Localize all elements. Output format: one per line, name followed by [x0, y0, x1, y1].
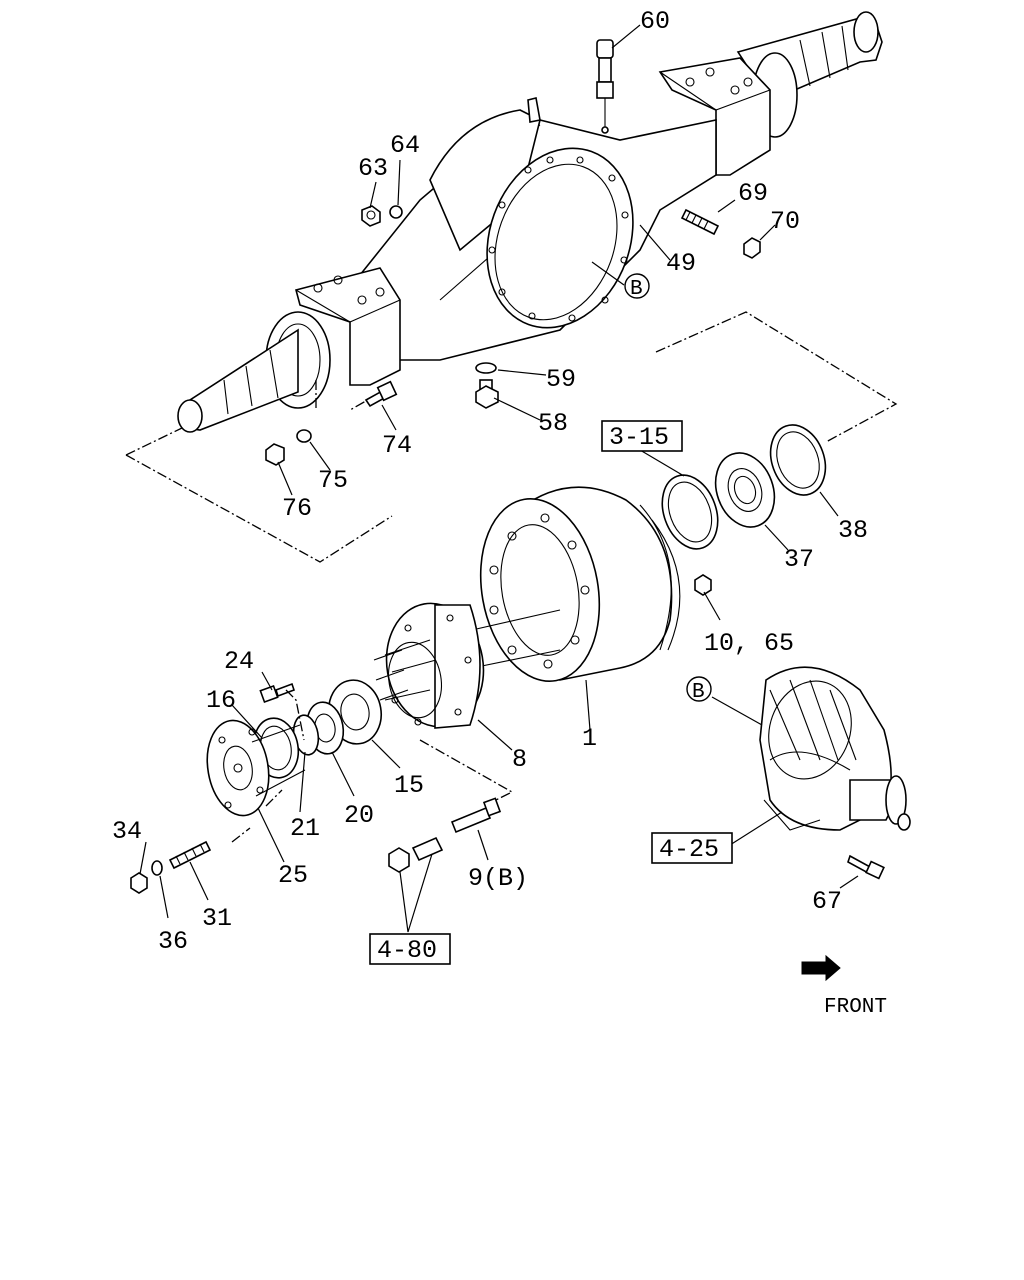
callout-69: 69: [738, 179, 768, 208]
bolt-washer-nut-74-75-76: [265, 380, 398, 466]
brake-drum-1: [479, 486, 681, 682]
callout-20: 20: [344, 801, 374, 830]
nut-washer-63-64: [361, 205, 403, 227]
callout-76: 76: [282, 494, 312, 523]
circle-ref-b-lower-label: B: [692, 681, 705, 704]
breather-part-60: [596, 39, 614, 134]
callout-1: 1: [582, 724, 597, 753]
callout-34: 34: [112, 817, 142, 846]
seal-3-15: [661, 474, 719, 550]
callout-49: 49: [666, 249, 696, 278]
front-label: FRONT: [824, 996, 887, 1019]
ref-3-15-label: 3-15: [609, 423, 669, 452]
ref-4-25-label: 4-25: [659, 835, 719, 864]
callout-16: 16: [206, 686, 236, 715]
callout-25: 25: [278, 861, 308, 890]
callout-64: 64: [390, 131, 420, 160]
callout-74: 74: [382, 431, 412, 460]
front-direction-arrow-icon: [801, 954, 841, 982]
callout-36: 36: [158, 927, 188, 956]
callout-9b: 9(B): [468, 864, 528, 893]
hub-8: [373, 602, 485, 729]
callout-31: 31: [202, 904, 232, 933]
axle-housing: [177, 11, 883, 433]
stud-nut-washer-31-34-36: [130, 840, 212, 894]
callout-10-65: 10, 65: [704, 629, 794, 658]
callout-37: 37: [784, 545, 814, 574]
callout-59: 59: [546, 365, 576, 394]
plug-washer-58-59: [475, 362, 499, 409]
callout-63: 63: [358, 154, 388, 183]
callout-15: 15: [394, 771, 424, 800]
callout-58: 58: [538, 409, 568, 438]
seal-38: [769, 424, 827, 496]
nut-10-65: [694, 574, 712, 596]
ref-box-4-80: 4-80: [369, 933, 451, 965]
callout-8: 8: [512, 745, 527, 774]
callout-labels: 60 64 63 69 70 49 59 58 74 75 76 38 37 1…: [112, 7, 868, 956]
ref-box-3-15: 3-15: [601, 420, 683, 452]
callout-67: 67: [812, 887, 842, 916]
ref-box-4-25: 4-25: [651, 832, 733, 864]
callout-70: 70: [770, 207, 800, 236]
ref-4-80-label: 4-80: [377, 936, 437, 965]
vent-parts-4-80-9b: [388, 797, 502, 873]
callout-21: 21: [290, 814, 320, 843]
differential-carrier: [759, 666, 911, 831]
stud-nut-69-70: [680, 208, 761, 259]
callout-75: 75: [318, 466, 348, 495]
callout-24: 24: [224, 647, 254, 676]
callout-60: 60: [640, 7, 670, 36]
callout-38: 38: [838, 516, 868, 545]
axle-shaft-flange-25: [206, 719, 306, 817]
circle-ref-b-lower: B: [686, 676, 712, 704]
circle-ref-b-upper: B: [624, 273, 650, 301]
bearing-37: [714, 452, 776, 528]
bolt-67: [847, 854, 885, 880]
bolt-24: [259, 682, 296, 704]
leader-lines: [139, 24, 859, 933]
circle-ref-b-upper-label: B: [630, 278, 643, 301]
